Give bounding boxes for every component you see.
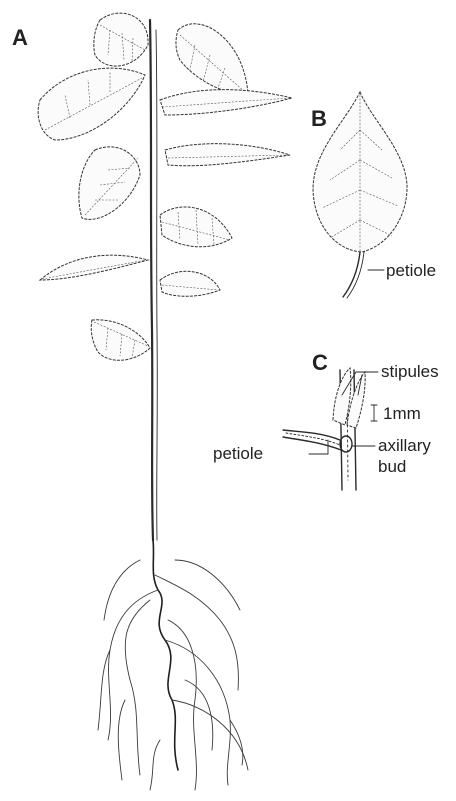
leaf-lower-left bbox=[40, 255, 148, 280]
panel-c-label: C bbox=[312, 350, 328, 375]
panel-a-label: A bbox=[12, 25, 28, 50]
petiole-label-b: petiole bbox=[386, 261, 436, 280]
panel-b-leaf: B petiole bbox=[311, 92, 436, 298]
axillary-label: axillary bbox=[378, 436, 431, 455]
root-system bbox=[98, 540, 248, 790]
leaf-upper-right-long bbox=[160, 90, 292, 115]
leaf-mid-right bbox=[165, 144, 290, 166]
main-stem bbox=[150, 20, 153, 540]
panel-c-node: C stipules 1mm petiole axillary bud bbox=[213, 350, 439, 490]
leaf-lower-right bbox=[160, 207, 232, 247]
leaf-top-right bbox=[176, 24, 248, 95]
scale-bar bbox=[371, 405, 377, 421]
leaf-mid-left bbox=[79, 147, 140, 220]
leaf-petiole bbox=[343, 252, 360, 297]
stipules-label: stipules bbox=[381, 362, 439, 381]
bud-label: bud bbox=[378, 457, 406, 476]
leaf-lower-right-small bbox=[160, 271, 220, 296]
stipule-left bbox=[333, 368, 351, 425]
panel-b-label: B bbox=[311, 106, 327, 131]
leaf-top-left bbox=[94, 13, 148, 66]
petiole-label-c: petiole bbox=[213, 444, 263, 463]
scale-label: 1mm bbox=[383, 404, 421, 423]
leaf-bottom bbox=[91, 320, 150, 361]
panel-a-plant: A bbox=[12, 13, 292, 790]
leaf-blade bbox=[313, 92, 407, 252]
leaf-upper-left bbox=[38, 68, 145, 140]
